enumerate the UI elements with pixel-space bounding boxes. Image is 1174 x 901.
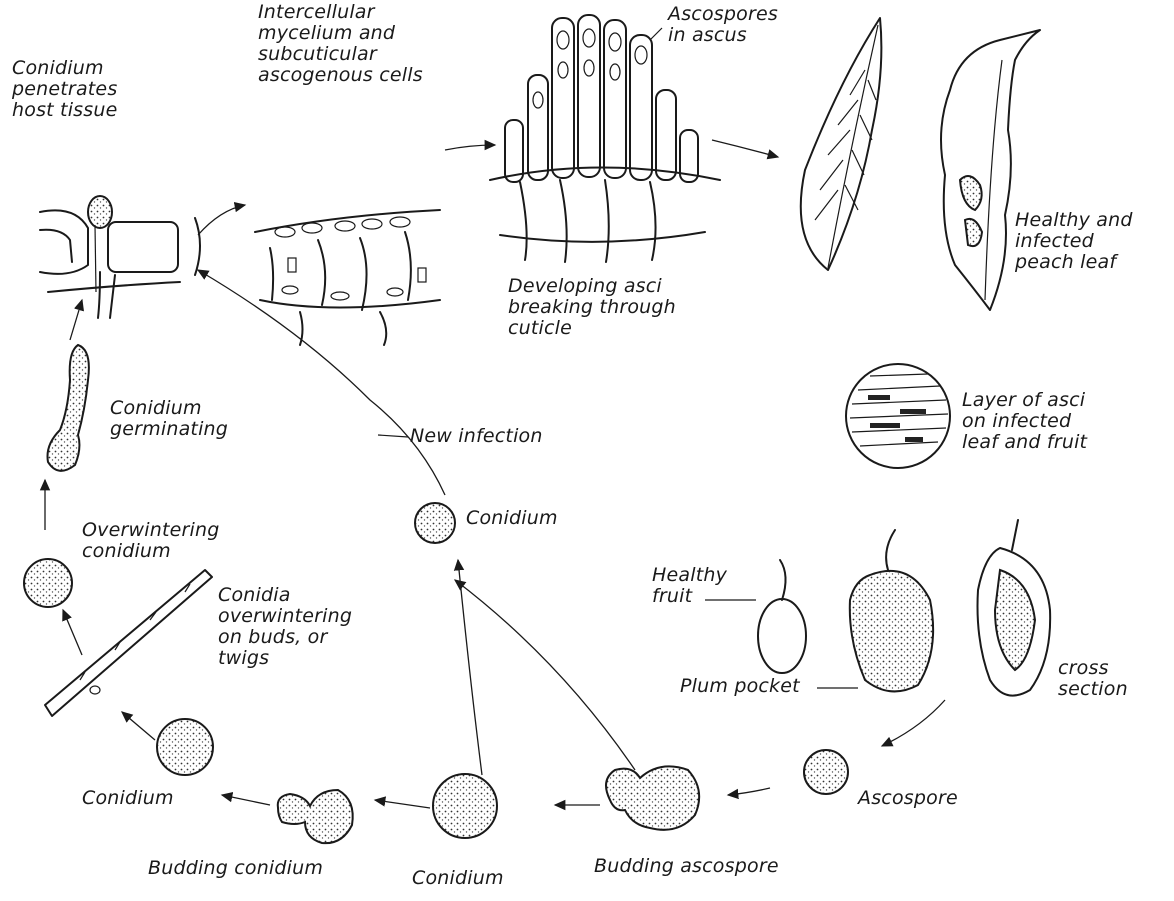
label-conidium-bottom: Conidium	[412, 868, 504, 889]
label-cross-section: cross section	[1058, 658, 1128, 700]
developing-asci-illustration	[490, 15, 720, 262]
healthy-fruit-illustration	[758, 560, 806, 673]
conidium-cell-middle	[415, 503, 455, 543]
label-conidium-penetrates: Conidium penetrates host tissue	[12, 58, 118, 121]
budding-ascospore-cell	[606, 766, 699, 829]
conidium-cell-bottom	[433, 774, 497, 838]
germinating-conidium-cell	[48, 345, 89, 471]
label-overwintering-conidium: Overwintering conidium	[82, 520, 220, 562]
host-tissue-penetration-illustration	[40, 196, 200, 318]
label-conidium-top: Conidium	[466, 508, 558, 529]
label-conidium-left: Conidium	[82, 788, 174, 809]
ascospore-cell	[804, 750, 848, 794]
cycle-arrows	[45, 140, 945, 808]
label-healthy-infected-leaf: Healthy and infected peach leaf	[1015, 210, 1133, 273]
budding-conidium-cell	[278, 790, 353, 843]
cross-section-illustration	[978, 520, 1051, 696]
label-conidium-germinating: Conidium germinating	[110, 398, 228, 440]
label-budding-conidium: Budding conidium	[148, 858, 323, 879]
label-new-infection: New infection	[410, 426, 543, 447]
label-conidia-overwintering: Conidia overwintering on buds, or twigs	[218, 585, 352, 669]
label-ascospore: Ascospore	[858, 788, 958, 809]
label-plum-pocket: Plum pocket	[680, 676, 800, 697]
healthy-peach-leaf	[801, 18, 882, 270]
label-layer-of-asci: Layer of asci on infected leaf and fruit	[962, 390, 1087, 453]
label-healthy-fruit: Healthy fruit	[652, 565, 727, 607]
overwintering-conidium-cell	[24, 559, 72, 607]
label-ascospores-in-ascus: Ascospores in ascus	[668, 4, 778, 46]
conidium-cell-left	[157, 719, 213, 775]
intercellular-mycelium-illustration	[255, 210, 440, 345]
plum-pocket-illustration	[850, 530, 933, 691]
layer-of-asci-circle	[846, 364, 950, 468]
label-budding-ascospore: Budding ascospore	[594, 856, 779, 877]
label-developing-asci: Developing asci breaking through cuticle	[508, 276, 676, 339]
label-intercellular-mycelium: Intercellular mycelium and subcuticular …	[258, 2, 423, 86]
label-leader-lines	[378, 28, 858, 688]
